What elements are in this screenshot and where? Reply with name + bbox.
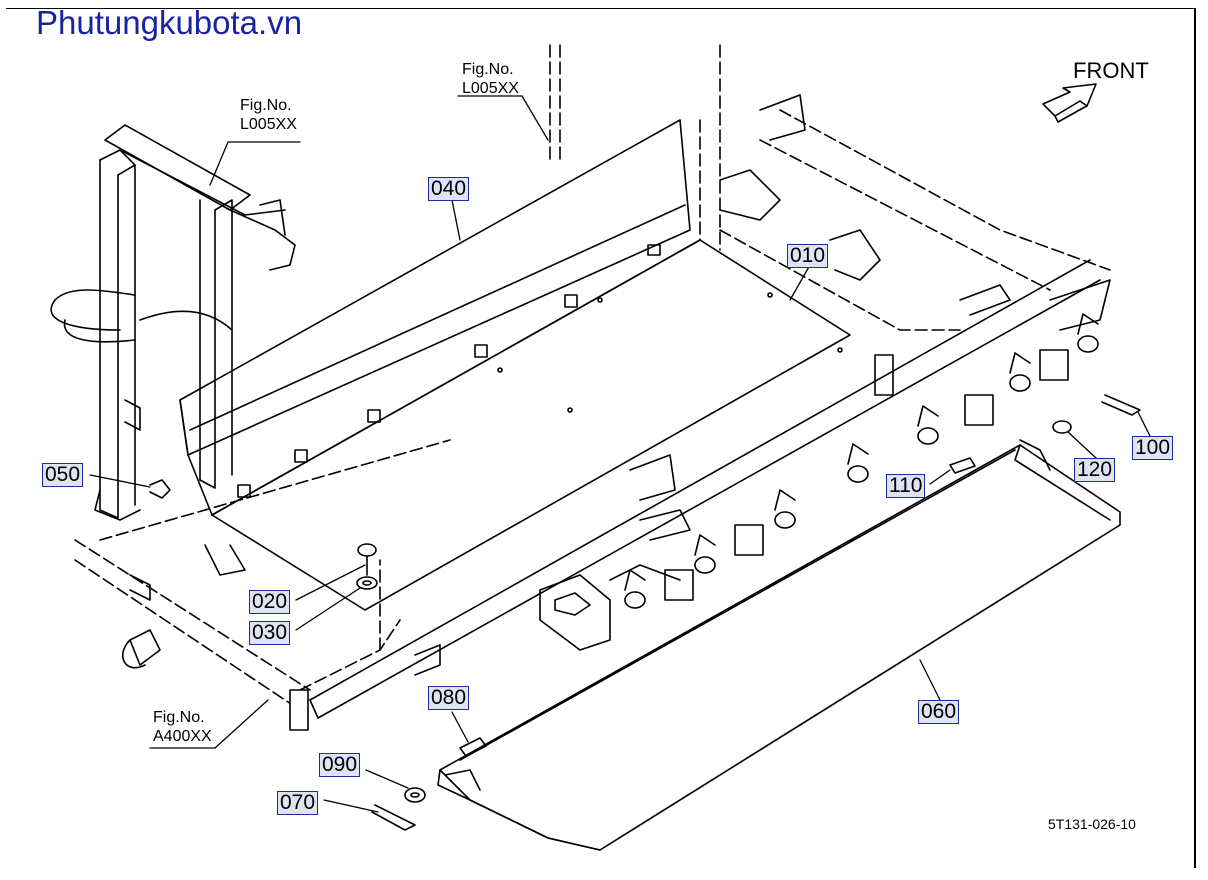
main-frame-drawing (549, 44, 1111, 331)
fig-ref-label: Fig.No. (153, 709, 205, 726)
callout-part-010[interactable]: 010 (787, 244, 829, 268)
tailgate-drawing (437, 439, 1121, 851)
fig-ref-number: L005XX (462, 80, 519, 97)
fig-ref-label: Fig.No. (240, 97, 292, 114)
callout-part-100[interactable]: 100 (1132, 436, 1174, 460)
fig-ref-number: A400XX (153, 728, 212, 745)
site-watermark: Phutungkubota.vn (36, 4, 303, 41)
fig-ref-a400xx: Fig.No. A400XX (153, 708, 212, 746)
leader-lines (89, 95, 1151, 813)
left-frame-drawing (50, 124, 296, 521)
fig-ref-l005xx-top: Fig.No. L005XX (462, 60, 519, 98)
fig-ref-label: Fig.No. (462, 61, 514, 78)
callout-part-110[interactable]: 110 (886, 474, 926, 498)
floor-panel-drawing (211, 239, 851, 611)
lower-frame-drawing (74, 439, 451, 731)
callout-part-060[interactable]: 060 (918, 700, 960, 724)
fig-ref-number: L005XX (240, 116, 297, 133)
callout-part-020[interactable]: 020 (249, 590, 291, 614)
callout-part-120[interactable]: 120 (1074, 458, 1116, 482)
callout-part-040[interactable]: 040 (428, 177, 470, 201)
front-direction-label: FRONT (1073, 58, 1149, 83)
callout-part-070[interactable]: 070 (277, 791, 319, 815)
callout-part-090[interactable]: 090 (319, 753, 361, 777)
callout-part-030[interactable]: 030 (249, 621, 291, 645)
drawing-frame (6, 8, 1196, 868)
fig-ref-l005xx-left: Fig.No. L005XX (240, 96, 297, 134)
side-rail-drawing (309, 259, 1101, 719)
drawing-number: 5T131-026-10 (1048, 816, 1136, 832)
callout-part-080[interactable]: 080 (428, 686, 470, 710)
callout-part-050[interactable]: 050 (42, 463, 84, 487)
front-arrow-drawing (1042, 83, 1097, 123)
fasteners-drawing (149, 394, 1141, 831)
